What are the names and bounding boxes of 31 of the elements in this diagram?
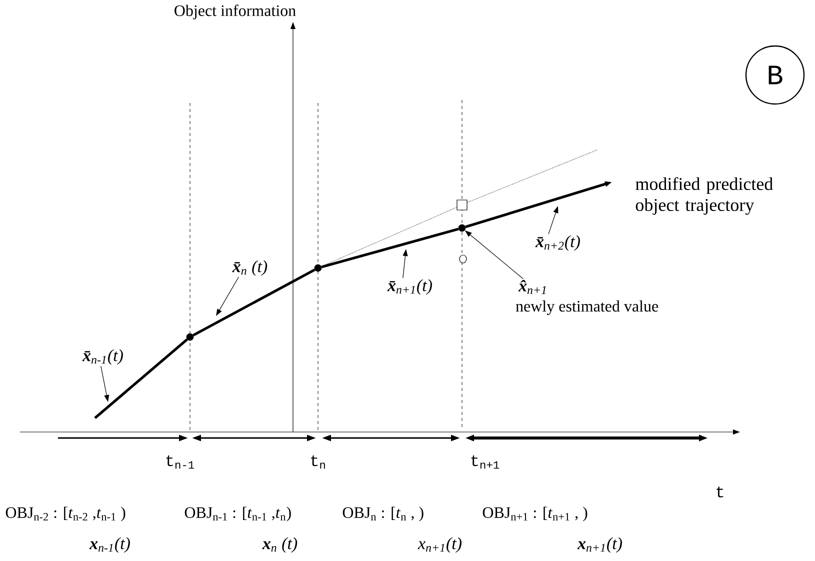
- leader-arrow: [216, 276, 240, 316]
- trajectory-line: [94, 338, 188, 419]
- trajectory-note: modified predicted object trajectory: [636, 177, 773, 215]
- formula-label: x̄$_{n}$ (t): [232, 260, 268, 276]
- formula-label: x̄$_{n-1}$(t): [82, 349, 123, 365]
- formula-label: x$_{n}$ (t): [262, 537, 298, 553]
- dot: [314, 264, 322, 272]
- interval-label: OBJ$_{n+1}$ : [t$_{n+1}$ , ): [482, 506, 588, 522]
- formula-label: x$_{n+1}$(t): [418, 537, 462, 553]
- formula-label: x̄$_{n+2}$(t): [535, 235, 580, 251]
- tick-label: t: [716, 486, 724, 498]
- trajectory-line: [192, 268, 316, 336]
- interval-label: OBJ$_{n-1}$ : [t$_{n-1}$ ,t$_{n}$): [184, 506, 291, 522]
- open-marker: [459, 254, 467, 264]
- dot: [186, 333, 194, 341]
- tick-label: t$_{n-1}$: [166, 455, 194, 469]
- prediction-line: [321, 207, 457, 267]
- formula-label: x$_{n+1}$(t): [577, 537, 622, 553]
- circled-letter: B: [745, 45, 805, 105]
- interval-label: OBJ$_{n-2}$ : [t$_{n-2}$ ,t$_{n-1}$ ): [6, 506, 126, 522]
- interval-label: OBJ$_{n}$ : [t$_{n}$ , ): [342, 506, 424, 522]
- tick-label: t$_{n}$: [311, 455, 325, 469]
- square-marker: [456, 200, 468, 210]
- dot: [458, 224, 466, 232]
- formula-label: x$_{n-1}$(t): [89, 537, 130, 553]
- note-text: newly estimated value: [516, 300, 658, 315]
- axis-label: Object information: [174, 4, 296, 20]
- formula-label: x̂$_{n+1}$: [518, 280, 546, 294]
- trajectory-line: [321, 228, 459, 268]
- tick-label: t$_{n+1}$: [471, 455, 500, 469]
- formula-label: x̄$_{n+1}$(t): [387, 279, 432, 295]
